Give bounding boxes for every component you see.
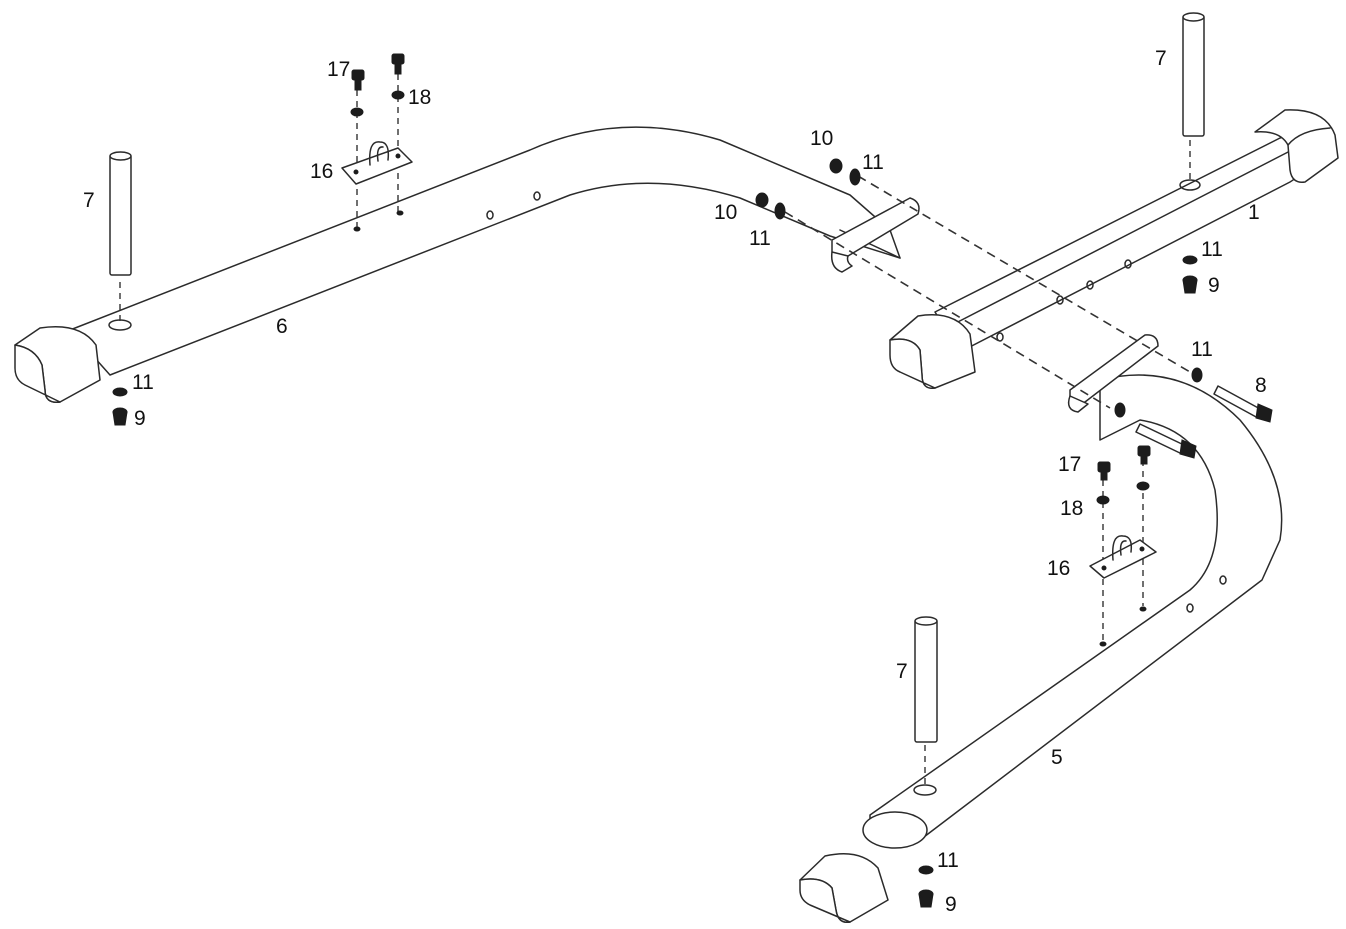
bottom-bar-part-5 <box>799 334 1283 923</box>
label-11-bottom: 11 <box>937 849 959 872</box>
label-17-top: 17 <box>327 58 350 81</box>
hardware-mid <box>1096 445 1151 647</box>
label-11-left: 11 <box>132 371 154 394</box>
label-11-bolt: 11 <box>1191 338 1213 361</box>
label-16-mid: 16 <box>1047 557 1070 580</box>
label-7-bottom: 7 <box>896 660 908 683</box>
label-10-b: 10 <box>714 201 737 224</box>
label-11-b: 11 <box>749 227 771 250</box>
label-9-bottom: 9 <box>945 893 957 916</box>
foot-hardware-left <box>112 387 128 426</box>
label-18-mid: 18 <box>1060 497 1083 520</box>
plate-top-part-16 <box>341 141 413 185</box>
hardware-top <box>350 53 405 232</box>
label-5: 5 <box>1051 746 1063 769</box>
center-bracket <box>830 197 920 273</box>
post-right-part-7 <box>1182 12 1205 137</box>
label-9-right: 9 <box>1208 274 1220 297</box>
label-18-top: 18 <box>408 86 431 109</box>
label-17-mid: 17 <box>1058 453 1081 476</box>
label-11-a: 11 <box>862 151 884 174</box>
nuts-center <box>755 158 861 220</box>
crossbar-part-1 <box>889 109 1339 389</box>
label-7-right: 7 <box>1155 47 1167 70</box>
label-7-left: 7 <box>83 189 95 212</box>
label-8: 8 <box>1255 374 1267 397</box>
left-bar-part-6 <box>14 126 901 403</box>
post-left-part-7 <box>109 151 132 276</box>
label-6: 6 <box>276 315 288 338</box>
plate-mid-part-16 <box>1089 535 1157 579</box>
foot-hardware-right <box>1182 255 1198 294</box>
bolts-part-8 <box>1114 367 1273 459</box>
label-1: 1 <box>1248 201 1260 224</box>
post-bottom-part-7 <box>914 616 938 743</box>
label-9-left: 9 <box>134 407 146 430</box>
label-10-a: 10 <box>810 127 833 150</box>
label-16-top: 16 <box>310 160 333 183</box>
label-11-right: 11 <box>1201 238 1223 261</box>
foot-hardware-bottom <box>918 865 934 908</box>
callout-labels: 17 18 16 7 6 11 9 10 11 10 11 7 1 11 9 1… <box>83 47 1267 916</box>
